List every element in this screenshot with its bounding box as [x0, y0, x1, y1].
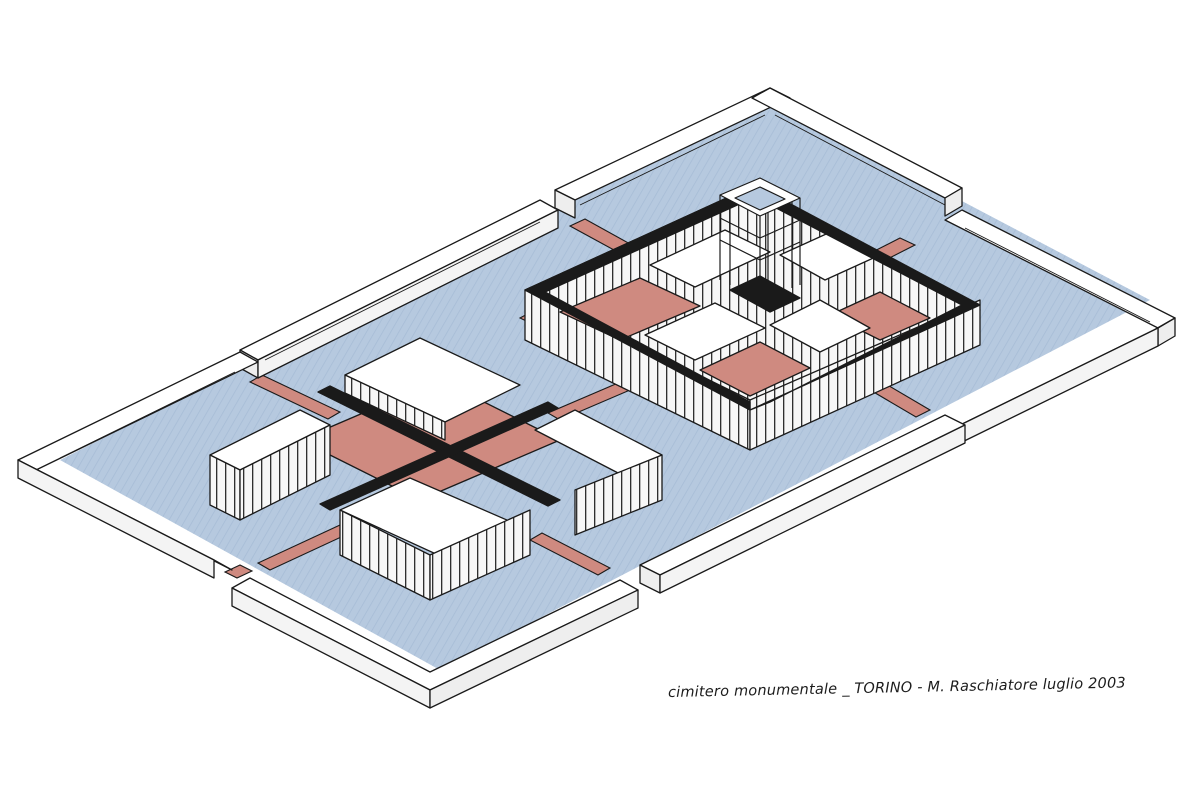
building-block [339, 477, 531, 601]
wall-segment [751, 87, 963, 217]
left-building-complex [209, 337, 663, 601]
wall-segment [17, 351, 259, 579]
building-block [344, 337, 521, 441]
water-basin [60, 100, 1150, 670]
wall-segment [639, 414, 966, 594]
tower [719, 177, 801, 305]
building-block [209, 409, 331, 521]
building-block [534, 409, 663, 536]
wall-segment [231, 577, 639, 709]
wall-colonnades [59, 114, 1151, 459]
right-building-complex [524, 177, 981, 451]
perimeter-walls [17, 87, 1176, 709]
